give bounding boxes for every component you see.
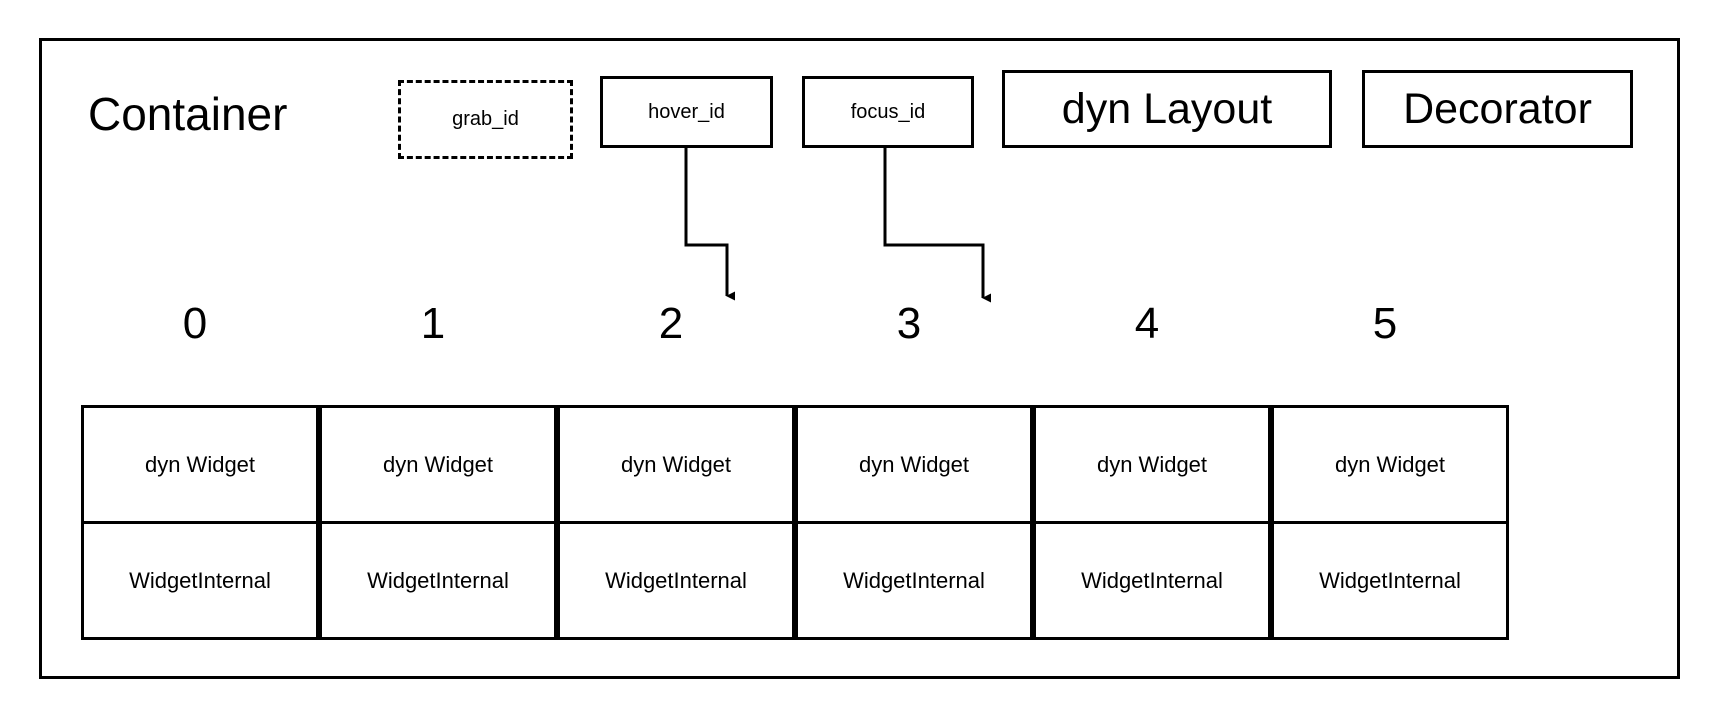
- dyn-layout-label: dyn Layout: [1061, 84, 1273, 133]
- widget-type-cell: dyn Widget: [1036, 408, 1268, 524]
- widget-type-cell: dyn Widget: [798, 408, 1030, 524]
- grab-id-label: grab_id: [452, 108, 519, 130]
- widget-box-4[interactable]: dyn Widget WidgetInternal: [1033, 405, 1271, 640]
- widget-internal-cell: WidgetInternal: [1319, 567, 1461, 593]
- widget-box-3[interactable]: dyn Widget WidgetInternal: [795, 405, 1033, 640]
- widget-internal-cell: WidgetInternal: [843, 567, 985, 593]
- index-label-3: 3: [896, 299, 922, 348]
- widget-box-0[interactable]: dyn Widget WidgetInternal: [81, 405, 319, 640]
- widget-box-5[interactable]: dyn Widget WidgetInternal: [1271, 405, 1509, 640]
- widget-internal-cell: WidgetInternal: [129, 567, 271, 593]
- index-label-0: 0: [182, 299, 208, 348]
- widget-type-cell: dyn Widget: [1274, 408, 1506, 524]
- index-label-5: 5: [1372, 299, 1398, 348]
- widget-type-cell: dyn Widget: [84, 408, 316, 524]
- widget-internal-cell: WidgetInternal: [367, 567, 509, 593]
- widget-box-1[interactable]: dyn Widget WidgetInternal: [319, 405, 557, 640]
- focus-id-label: focus_id: [850, 100, 926, 123]
- container-title: Container: [88, 88, 288, 140]
- widget-internal-cell: WidgetInternal: [1081, 567, 1223, 593]
- widget-box-2[interactable]: dyn Widget WidgetInternal: [557, 405, 795, 640]
- dyn-layout-box[interactable]: dyn Layout: [1002, 70, 1332, 148]
- focus-id-box[interactable]: focus_id: [802, 76, 974, 148]
- decorator-label: Decorator: [1403, 84, 1592, 133]
- grab-id-box[interactable]: grab_id: [398, 80, 573, 159]
- widget-internal-cell: WidgetInternal: [605, 567, 747, 593]
- index-label-4: 4: [1134, 299, 1160, 348]
- widget-type-cell: dyn Widget: [322, 408, 554, 524]
- index-label-1: 1: [420, 299, 446, 348]
- hover-id-box[interactable]: hover_id: [600, 76, 773, 148]
- decorator-box[interactable]: Decorator: [1362, 70, 1633, 148]
- index-label-2: 2: [658, 299, 684, 348]
- hover-id-label: hover_id: [648, 100, 725, 123]
- widget-type-cell: dyn Widget: [560, 408, 792, 524]
